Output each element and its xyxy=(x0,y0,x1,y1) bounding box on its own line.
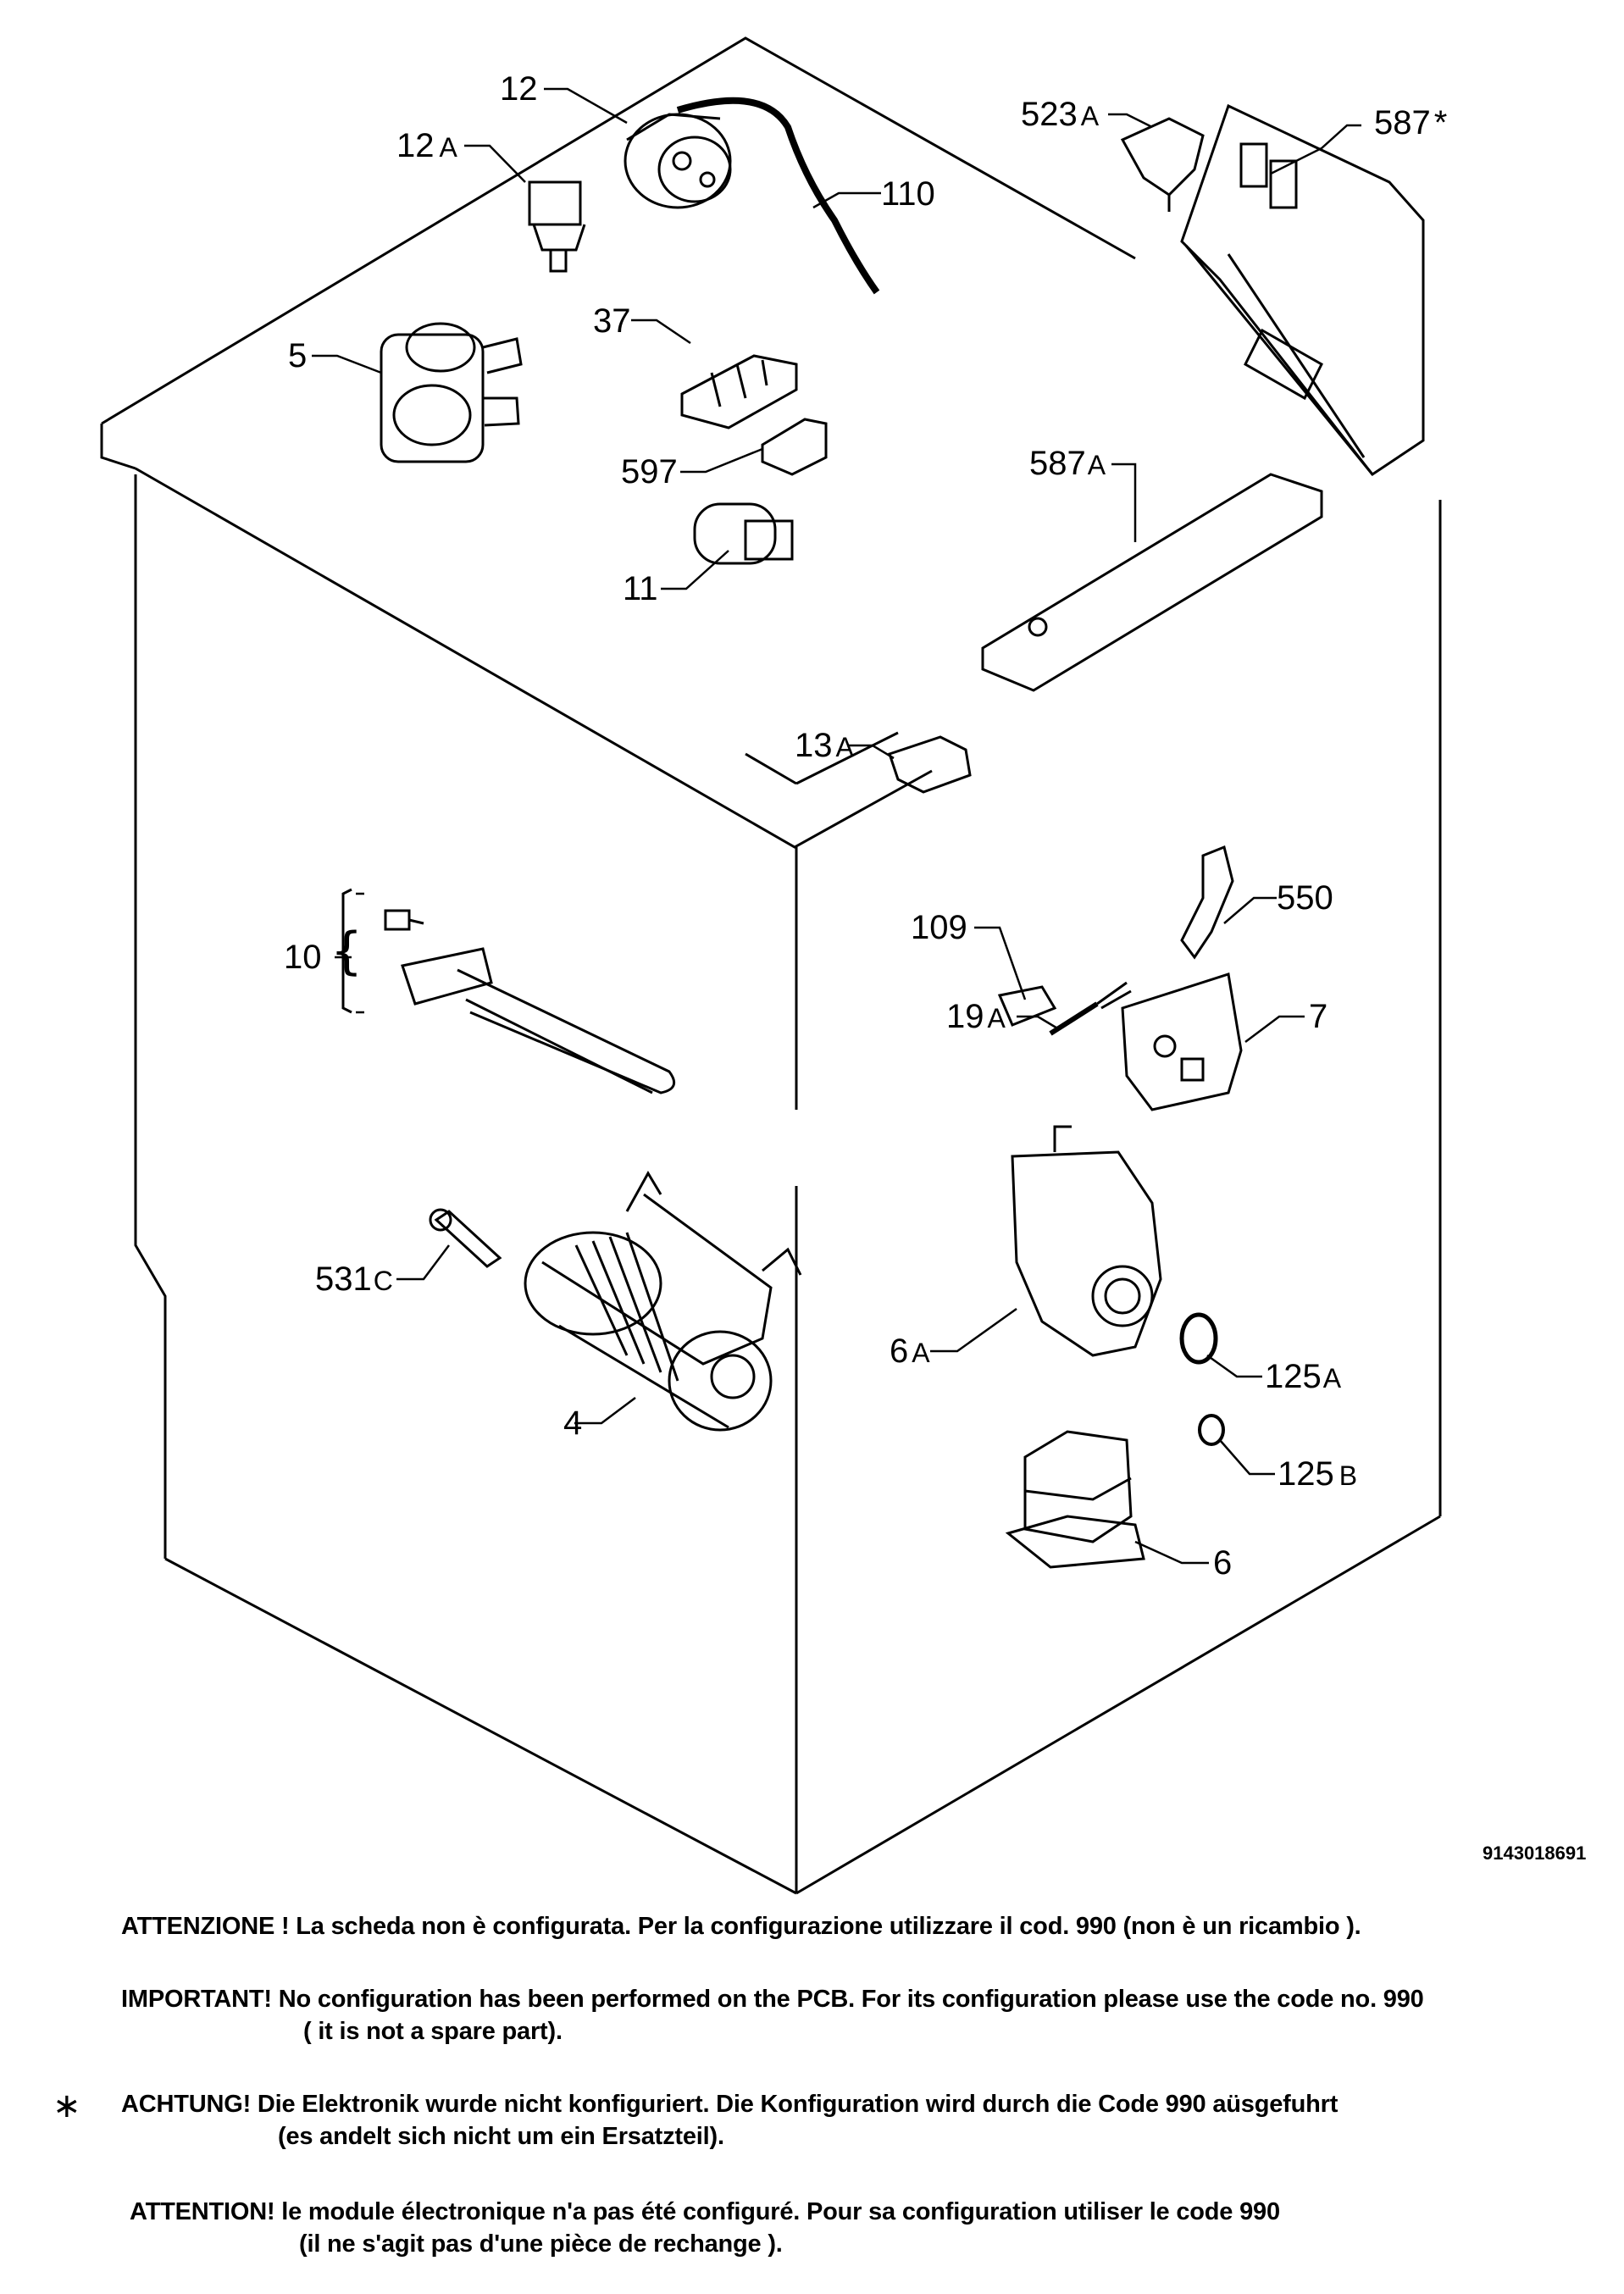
part-4-motor xyxy=(524,1171,802,1432)
part-125b-seal xyxy=(1198,1414,1225,1446)
callout-4: 4 xyxy=(563,1405,582,1442)
note-french-line2: (il ne s'agit pas d'une pièce de rechang… xyxy=(299,2230,783,2258)
bracket-10: { xyxy=(330,922,363,981)
part-597-clip xyxy=(761,418,828,476)
note-italian: ATTENZIONE ! La scheda non è configurata… xyxy=(121,1910,1361,1942)
callout-10: 10 xyxy=(284,939,322,976)
part-19a-sensor xyxy=(1049,981,1132,1036)
cabinet-outline xyxy=(100,36,1442,1895)
part-531c-bolt xyxy=(429,1208,502,1268)
note-french: ATTENTION! le module électronique n'a pa… xyxy=(130,2196,1280,2260)
part-6a-pump-housing xyxy=(1011,1125,1162,1357)
note-english-line1: IMPORTANT! No configuration has been per… xyxy=(121,1986,1424,2013)
callout-12: 12 xyxy=(500,70,538,108)
callout-11: 11 xyxy=(623,570,658,607)
note-german-line2: (es andelt sich nicht um ein Ersatzteil)… xyxy=(278,2123,724,2150)
note-german: ACHTUNG! Die Elektronik wurde nicht konf… xyxy=(121,2088,1338,2153)
part-10-heating-element xyxy=(341,888,676,1094)
part-109-cover xyxy=(997,985,1057,1027)
part-12a-sensor xyxy=(528,180,586,273)
part-587a-display-pcb xyxy=(981,473,1323,692)
callout-6: 6 xyxy=(1213,1544,1232,1582)
callout-7: 7 xyxy=(1309,998,1327,1035)
callout-531c: 531C xyxy=(315,1261,393,1298)
callout-125a: 125A xyxy=(1265,1358,1342,1395)
note-english: IMPORTANT! No configuration has been per… xyxy=(121,1983,1424,2047)
part-5-inlet-valve xyxy=(380,322,523,463)
part-11-capacitor xyxy=(693,502,794,565)
callout-37: 37 xyxy=(593,302,631,340)
part-550-lever xyxy=(1180,845,1234,960)
callout-550: 550 xyxy=(1277,879,1333,917)
asterisk-marker: ∗ xyxy=(53,2086,81,2125)
part-6-pump-motor xyxy=(1005,1430,1145,1569)
callout-leaders xyxy=(312,87,1361,1565)
note-italian-line1: ATTENZIONE ! La scheda non è configurata… xyxy=(121,1913,1361,1940)
part-523a-holder xyxy=(1120,117,1205,212)
note-french-line1: ATTENTION! le module électronique n'a pa… xyxy=(130,2198,1280,2225)
callout-587-star: 587* xyxy=(1374,104,1447,141)
callout-109: 109 xyxy=(911,909,967,946)
callout-587a: 587A xyxy=(1029,445,1106,482)
callout-110: 110 xyxy=(881,175,935,213)
drawing-code: 9143018691 xyxy=(1483,1842,1586,1864)
callout-5: 5 xyxy=(288,337,307,374)
part-587-main-pcb xyxy=(1180,103,1425,477)
part-37-terminal-block xyxy=(680,354,798,429)
part-7-door-lock xyxy=(1121,972,1243,1111)
part-125a-seal xyxy=(1179,1312,1218,1365)
part-13a-connector xyxy=(888,735,972,794)
callout-597: 597 xyxy=(621,453,678,490)
note-german-line1: ACHTUNG! Die Elektronik wurde nicht konf… xyxy=(121,2091,1339,2118)
note-english-line2: ( it is not a spare part). xyxy=(303,2018,563,2045)
part-12-pressure-switch xyxy=(624,97,880,295)
